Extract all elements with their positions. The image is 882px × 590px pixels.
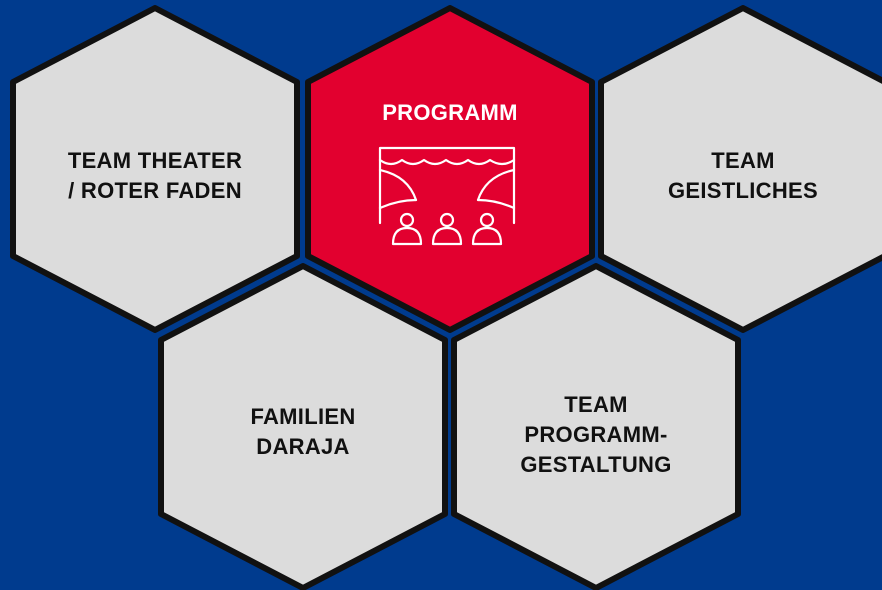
theater-stage-icon (378, 146, 516, 246)
hex-team-geistliches[interactable] (598, 5, 882, 333)
hex-label-team-theater: TEAM THEATER / ROTER FADEN (67, 148, 243, 203)
hex-team-programmgestaltung[interactable] (451, 263, 741, 590)
hex-programm[interactable] (305, 5, 595, 333)
hex-label-team-programmgestaltung: TEAM PROGRAMM- GESTALTUNG (520, 392, 672, 477)
hex-team-theater[interactable] (10, 5, 300, 333)
hex-familien-daraja[interactable] (158, 263, 448, 590)
hex-label-programm: PROGRAMM (382, 100, 518, 125)
hex-label-team-geistliches: TEAM GEISTLICHES (668, 148, 818, 203)
hex-label-familien-daraja: FAMILIEN DARAJA (250, 404, 356, 459)
